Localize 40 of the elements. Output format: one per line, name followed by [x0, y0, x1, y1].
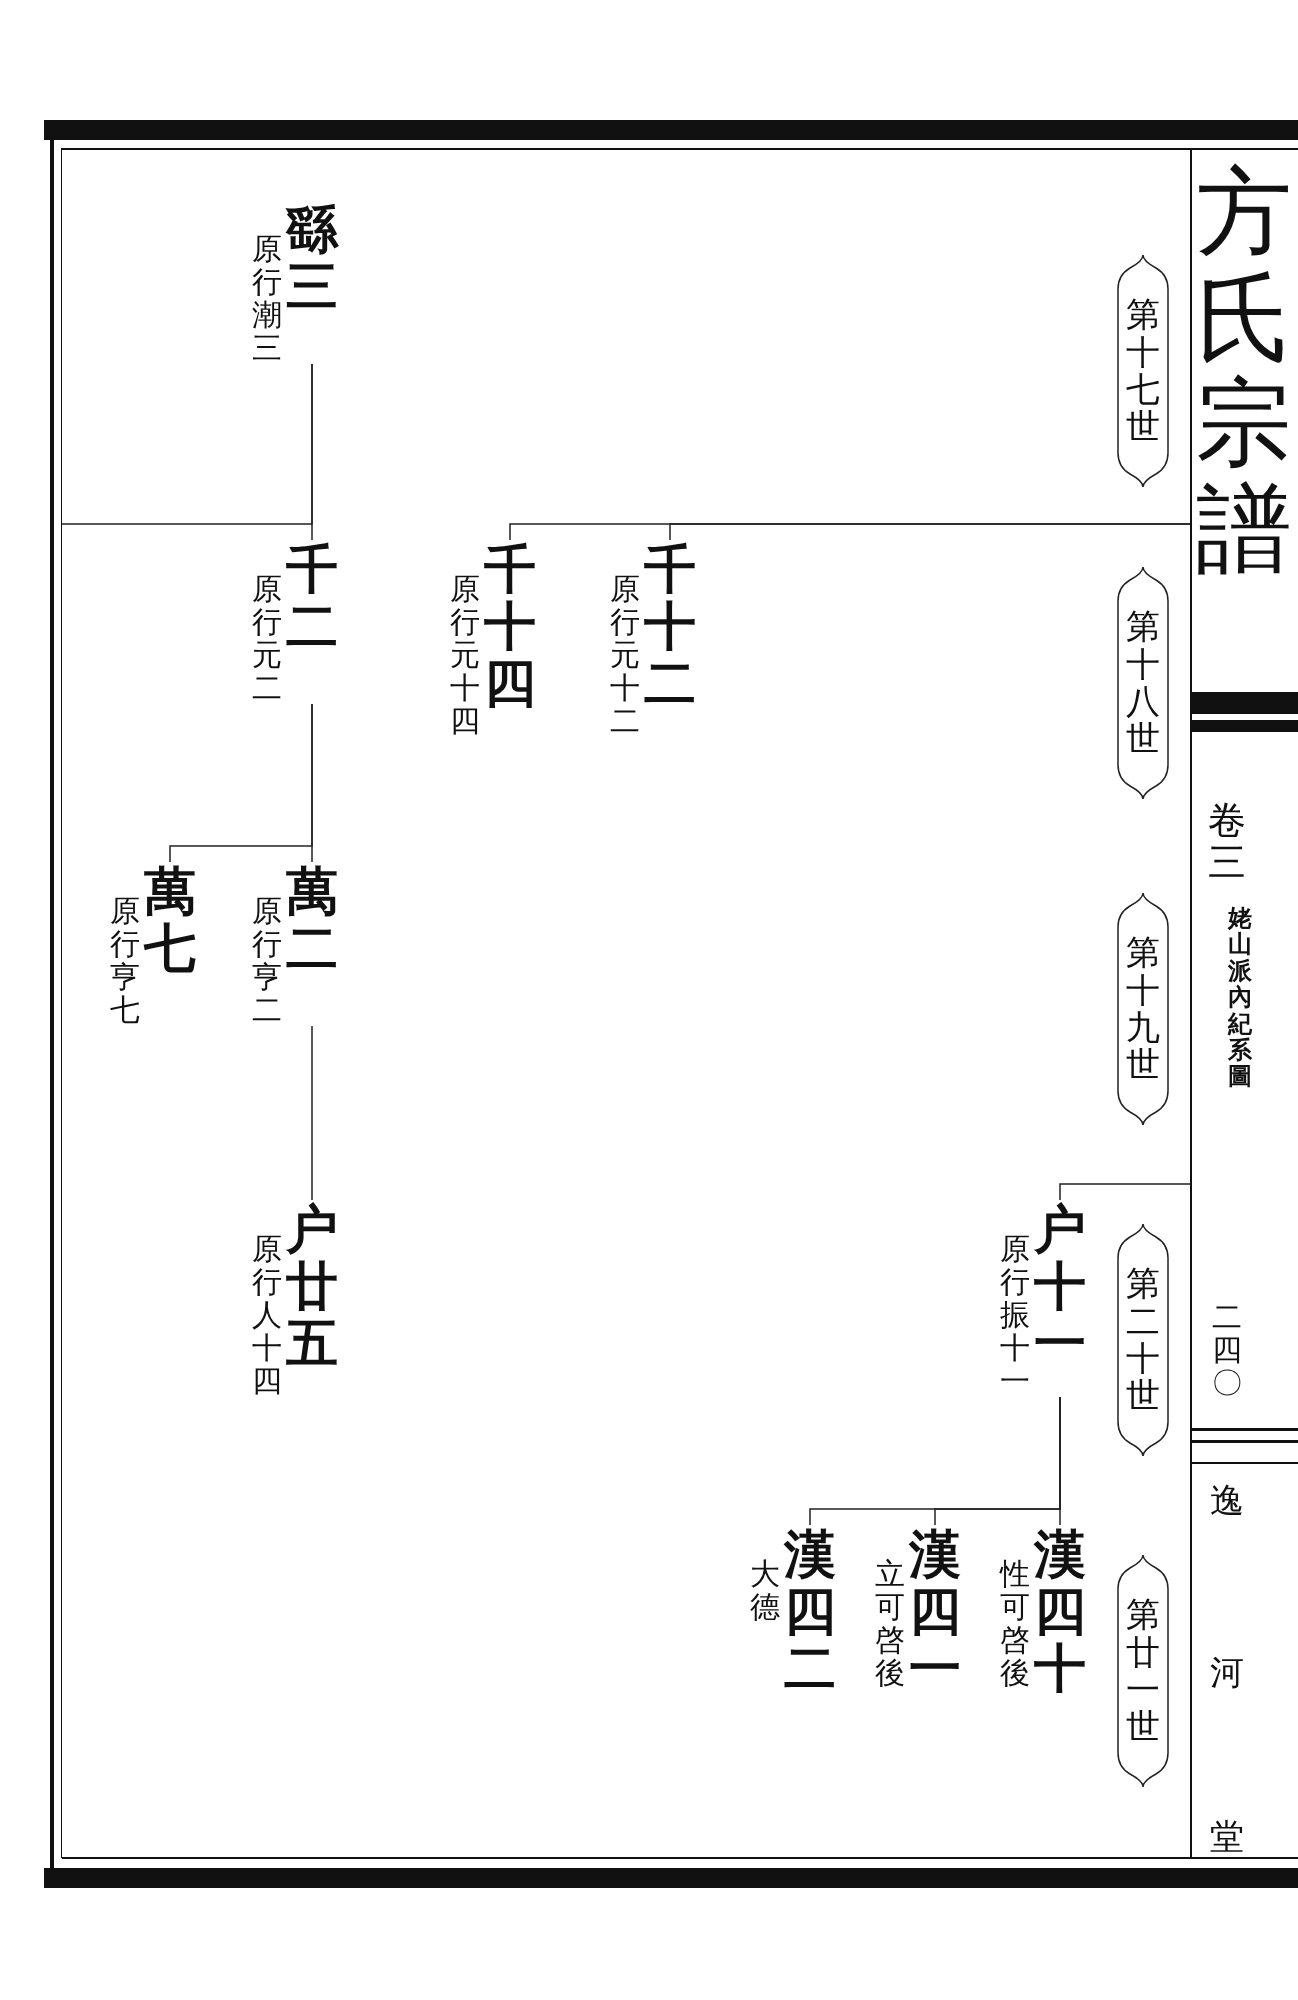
- person-note: 原行潮三: [252, 232, 282, 364]
- generation-label: 第十七世: [1126, 296, 1160, 446]
- person-name: 萬二: [286, 862, 338, 977]
- person-note: 大德: [750, 1557, 780, 1623]
- person-note: 原行亨二: [252, 894, 282, 1026]
- person-name: 千十四: [484, 540, 536, 712]
- person-note: 原行振十一: [1000, 1232, 1030, 1397]
- person-note: 原行元十四: [450, 572, 480, 737]
- person-name: 千十二: [644, 540, 696, 712]
- book-title: 方氏宗譜: [1196, 160, 1292, 583]
- person-note: 原行元十二: [610, 572, 640, 737]
- person-name: 漢四十: [1034, 1525, 1086, 1697]
- generation-label: 第十八世: [1126, 608, 1160, 758]
- person-note: 立可啓後: [875, 1557, 905, 1689]
- person-note: 原行亨七: [110, 894, 140, 1026]
- generation-label: 第十九世: [1126, 934, 1160, 1084]
- person-name: 萬七: [144, 862, 196, 977]
- lineage-line: [61, 363, 313, 525]
- hall-name-character: 堂: [1210, 1818, 1244, 1856]
- person-note: 性可啓後: [1000, 1557, 1030, 1689]
- page-number: 二四〇: [1212, 1300, 1242, 1399]
- person-note: 原行元二: [252, 572, 282, 704]
- lineage-line: [311, 1025, 313, 1201]
- person-name: 千二: [286, 540, 338, 655]
- person-name: 户廿五: [286, 1200, 338, 1372]
- person-note: 原行人十四: [252, 1232, 282, 1397]
- lineage-line: [1059, 1183, 1191, 1201]
- person-name: 户十一: [1034, 1200, 1086, 1372]
- person-name: 繇三: [286, 200, 338, 315]
- lineage-line: [169, 703, 313, 863]
- hall-name-character: 河: [1210, 1654, 1244, 1692]
- hall-name-character: 逸: [1210, 1482, 1244, 1520]
- volume-label: 卷三: [1208, 800, 1246, 884]
- generation-label: 第廿一世: [1126, 1596, 1160, 1746]
- section-title: 姥山派內紀系圖: [1228, 905, 1252, 1090]
- lineage-line: [809, 1396, 1061, 1526]
- person-name: 漢四一: [909, 1525, 961, 1697]
- person-name: 漢四二: [784, 1525, 836, 1697]
- generation-label: 第二十世: [1126, 1265, 1160, 1415]
- lineage-line: [509, 523, 1191, 541]
